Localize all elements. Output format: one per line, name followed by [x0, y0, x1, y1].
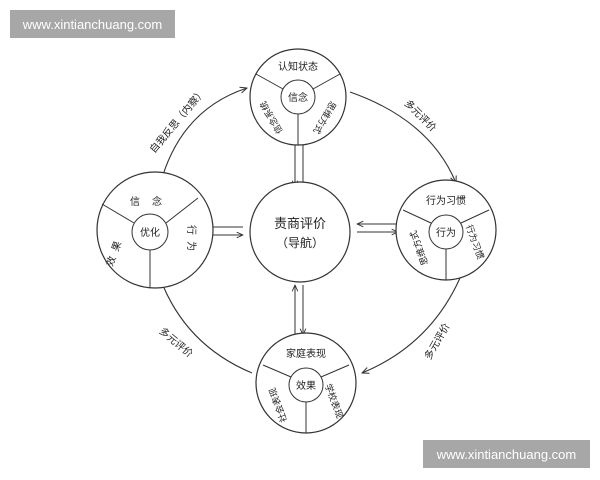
node-left-sector-2: 行为 [185, 225, 198, 257]
node-right-sector-1: 行为习惯 [426, 194, 466, 207]
center-sublabel: （导航） [276, 235, 324, 250]
node-bottom-sector-1: 家庭表现 [286, 347, 326, 360]
node-left-sector-1: 信念 [130, 195, 174, 208]
center-node: 责商评价 （导航） [249, 181, 351, 283]
arc-label-top-right: 多元评价 [402, 97, 439, 134]
node-right: 行为 行为习惯 行为习惯 思维方式 [395, 179, 497, 281]
arc-bottom-left [160, 278, 253, 374]
arc-top-left [159, 88, 247, 186]
node-right-center: 行为 [436, 226, 456, 239]
center-label: 责商评价 [274, 217, 326, 232]
outer-cycle [159, 88, 461, 374]
arc-bottom-right [362, 277, 461, 373]
node-left: 优化 信念 行为 效果 [96, 171, 214, 289]
node-top-center: 信念 [288, 91, 308, 104]
node-bottom-center: 效果 [296, 379, 316, 392]
watermark-bottom: www.xintianchuang.com [423, 440, 590, 468]
node-top-sector-1: 认知状态 [278, 60, 318, 73]
node-top: 信念 认知状态 思维方式 信念系统 [249, 48, 347, 146]
arc-label-top-left: 自我反思（内察） [147, 86, 208, 156]
node-bottom: 效果 家庭表现 学校表现 社会表现 [255, 332, 357, 434]
arc-label-bottom-right: 多元评价 [421, 321, 452, 362]
node-left-center: 优化 [140, 226, 160, 239]
arc-top-right [349, 91, 456, 183]
watermark-top: www.xintianchuang.com [10, 10, 175, 38]
